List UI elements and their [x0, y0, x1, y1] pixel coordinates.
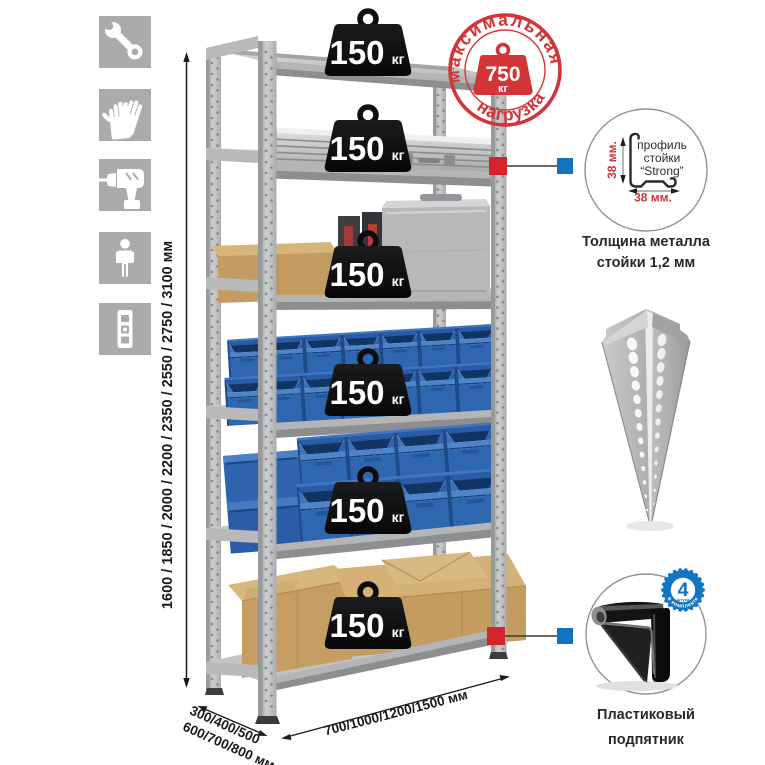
- badge-4-included: 4 штуки в комплекте: [661, 568, 705, 612]
- stamp-value: 750: [485, 63, 520, 86]
- wrench-icon: [99, 16, 151, 68]
- shelf-load-badge: 150 кг: [324, 8, 412, 76]
- height-dimension-label: 1600 / 1850 / 2000 / 2200 / 2350 / 2550 …: [160, 241, 176, 609]
- width-dimension: [281, 675, 510, 740]
- rack-feet: [205, 652, 508, 724]
- profile-dim-horizontal: 38 мм.: [634, 191, 672, 205]
- red-marker-top: [489, 157, 507, 175]
- post-profile-detail: 38 мм. 38 мм. профиль стойки “Strong”: [584, 108, 708, 232]
- foot-caption-1: Пластиковый: [597, 707, 695, 723]
- badge-unit: штуки: [677, 597, 690, 602]
- shelf-load-badge: 150 кг: [324, 348, 412, 416]
- shelf-load-badge: 150 кг: [324, 104, 412, 172]
- shelf-load-badges: 150 кг 150 кг 150 кг 150 кг 150 кг 150 кг: [324, 8, 412, 649]
- plastic-foot: [591, 601, 678, 691]
- shelf-load-value: 150: [329, 34, 384, 71]
- height-dimension: [183, 52, 190, 688]
- shelf-load-badge: 150 кг: [324, 230, 412, 298]
- drill-icon: [95, 159, 151, 211]
- blue-marker-bottom: [557, 628, 573, 644]
- shelf-load-unit: кг: [392, 51, 405, 67]
- shelf-load-value: 150: [329, 256, 384, 293]
- rack-front-posts: [258, 41, 507, 719]
- connector-top: [489, 157, 573, 175]
- profile-caption-2: стойки 1,2 мм: [597, 255, 696, 271]
- blue-marker-top: [557, 158, 573, 174]
- stamp-weight: 750 кг: [473, 42, 533, 95]
- gloves-icon: [99, 89, 151, 141]
- shelf-load-badge: 150 кг: [324, 581, 412, 649]
- feature-icons: [95, 16, 151, 355]
- shelf-load-badge: 150 кг: [324, 466, 412, 534]
- profile-label-2: стойки: [644, 151, 681, 165]
- person-icon: [99, 232, 151, 284]
- shelf-load-unit: кг: [392, 273, 405, 289]
- connector-bottom: [487, 627, 573, 645]
- profile-cross-section: [629, 132, 677, 188]
- shelf-load-unit: кг: [392, 147, 405, 163]
- level-icon: [99, 303, 151, 355]
- stamp-unit: кг: [498, 83, 509, 95]
- profile-dim-arrows: [622, 141, 676, 192]
- red-marker-bottom: [487, 627, 505, 645]
- profile-dim-vertical: 38 мм.: [605, 141, 619, 179]
- shelf-load-value: 150: [329, 492, 384, 529]
- silver-case: [382, 194, 490, 298]
- shelf-load-unit: кг: [392, 509, 405, 525]
- shelf-load-unit: кг: [392, 391, 405, 407]
- shelf-load-value: 150: [329, 607, 384, 644]
- shelf-load-value: 150: [329, 130, 384, 167]
- profile-label-3: “Strong”: [640, 164, 683, 178]
- shelf-load-unit: кг: [392, 624, 405, 640]
- depth-dimension: [197, 706, 268, 736]
- badge-count: 4: [678, 579, 689, 601]
- angle-post-photo: [601, 309, 691, 531]
- profile-caption-1: Толщина металла: [582, 234, 711, 250]
- profile-label-1: профиль: [637, 138, 687, 152]
- shelf-load-value: 150: [329, 374, 384, 411]
- width-dimension-label: 700/1000/1200/1500 мм: [323, 687, 470, 738]
- foot-detail: 4 штуки в комплекте: [585, 568, 707, 695]
- foot-caption-2: подпятник: [608, 732, 685, 748]
